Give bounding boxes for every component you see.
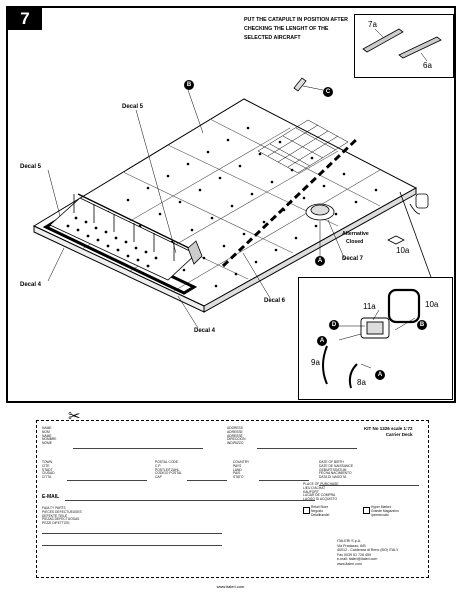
coupon-name-labels: NAME NOM NAME NOMBRE NOME bbox=[42, 426, 57, 446]
part-10a-alt: 10a bbox=[396, 246, 410, 255]
decal-4-label-left: Decal 4 bbox=[20, 282, 42, 288]
part-9a: 9a bbox=[311, 358, 320, 367]
coupon-birth-labels: DATE OF BIRTH DATE DE NAISSANCE GEBURTSD… bbox=[319, 460, 354, 480]
email-line bbox=[65, 500, 315, 501]
retail-store-labels: Retail Store Negozio Detailhandel bbox=[311, 505, 330, 517]
website-footer: www.italeri.com bbox=[216, 584, 245, 589]
decal-5-label-left: Decal 5 bbox=[20, 164, 42, 170]
coupon-town-line bbox=[67, 480, 147, 481]
retail-store-checkbox[interactable] bbox=[303, 507, 310, 514]
coupon-country-line bbox=[259, 480, 309, 481]
part-6a: 6a bbox=[423, 61, 432, 70]
assembly-step-panel: 7 bbox=[6, 6, 456, 403]
faulty-parts-line-2 bbox=[42, 545, 222, 546]
decal-5-label-top: Decal 5 bbox=[122, 104, 144, 110]
part-11a: 11a bbox=[363, 302, 376, 311]
callout-a: A bbox=[315, 256, 325, 266]
coupon-birth-line bbox=[319, 485, 419, 486]
catapult-detail-drawing bbox=[362, 28, 442, 62]
hypermarket-checkbox[interactable] bbox=[363, 507, 370, 514]
alternative-label: Alternative bbox=[342, 231, 369, 237]
elevator-hatch bbox=[305, 203, 335, 221]
stern-gallery bbox=[49, 193, 203, 281]
catapult-grid bbox=[257, 119, 349, 174]
callout-c: C bbox=[323, 87, 333, 97]
decal-6-label: Decal 6 bbox=[264, 298, 286, 304]
email-label: E-MAIL bbox=[42, 494, 60, 500]
callout-a-inset-2: A bbox=[375, 370, 385, 380]
coupon-postal-line bbox=[187, 480, 227, 481]
kit-info: KIT No 1326 scale 1:72 Carrier Deck bbox=[364, 426, 413, 438]
coupon-name-line bbox=[73, 448, 203, 449]
coupon-country-labels: COUNTRY PAYS LAND PAIS STATO bbox=[233, 460, 250, 480]
catapult-detail-inset: 7a 6a bbox=[354, 14, 454, 78]
hatch-detail-inset: D A B A 11a 10a 9a 8a bbox=[298, 277, 453, 400]
callout-a-inset-1: A bbox=[317, 336, 327, 346]
faulty-parts-line-1 bbox=[42, 533, 222, 534]
part-7a: 7a bbox=[368, 20, 377, 29]
spare-parts-coupon: NAME NOM NAME NOMBRE NOME ADDRESS ADRESS… bbox=[36, 420, 429, 578]
decal-4-label-bottom: Decal 4 bbox=[194, 328, 216, 334]
hypermarket-labels: Hyper Market Grande Magazzino Ipermercat… bbox=[371, 505, 399, 517]
coupon-town-labels: TOWN CITE STADT CIUDAD CITTA bbox=[42, 460, 55, 480]
part-8a: 8a bbox=[357, 378, 366, 387]
coupon-postal-labels: POSTAL CODE C.P. POSTLEITZAHL CODIGO POS… bbox=[155, 460, 183, 480]
catapult-part bbox=[293, 77, 307, 92]
coupon-address-labels: ADDRESS ADRESSE ADRESSE DIRECCION INDIRI… bbox=[227, 426, 246, 446]
carrier-deck-drawing bbox=[32, 77, 433, 329]
decal-7-label: Decal 7 bbox=[342, 256, 364, 262]
kit-name: Carrier Deck bbox=[385, 432, 413, 437]
kit-number: KIT No 1326 scale 1:72 bbox=[364, 426, 413, 431]
instruction-text: Put the catapult in position after check… bbox=[244, 17, 348, 41]
closed-label: Closed bbox=[346, 239, 364, 245]
faulty-parts-labels: FAULTY PARTS PIECES DEFECTUEUSES DEFEKTE… bbox=[42, 506, 82, 526]
callout-b-inset: B bbox=[417, 320, 427, 330]
callout-b: B bbox=[184, 80, 194, 90]
step-number: 7 bbox=[8, 8, 42, 30]
coupon-address-line bbox=[257, 448, 357, 449]
purchase-place-labels: PLACE OF PURCHASE LIEU D'ACHAT KAUFORT L… bbox=[303, 482, 339, 502]
company-address: ITALERI S.p.A. Via Pradazzo, 6/B 40012 -… bbox=[337, 539, 399, 566]
callout-d: D bbox=[329, 320, 339, 330]
part-10a: 10a bbox=[425, 300, 439, 309]
